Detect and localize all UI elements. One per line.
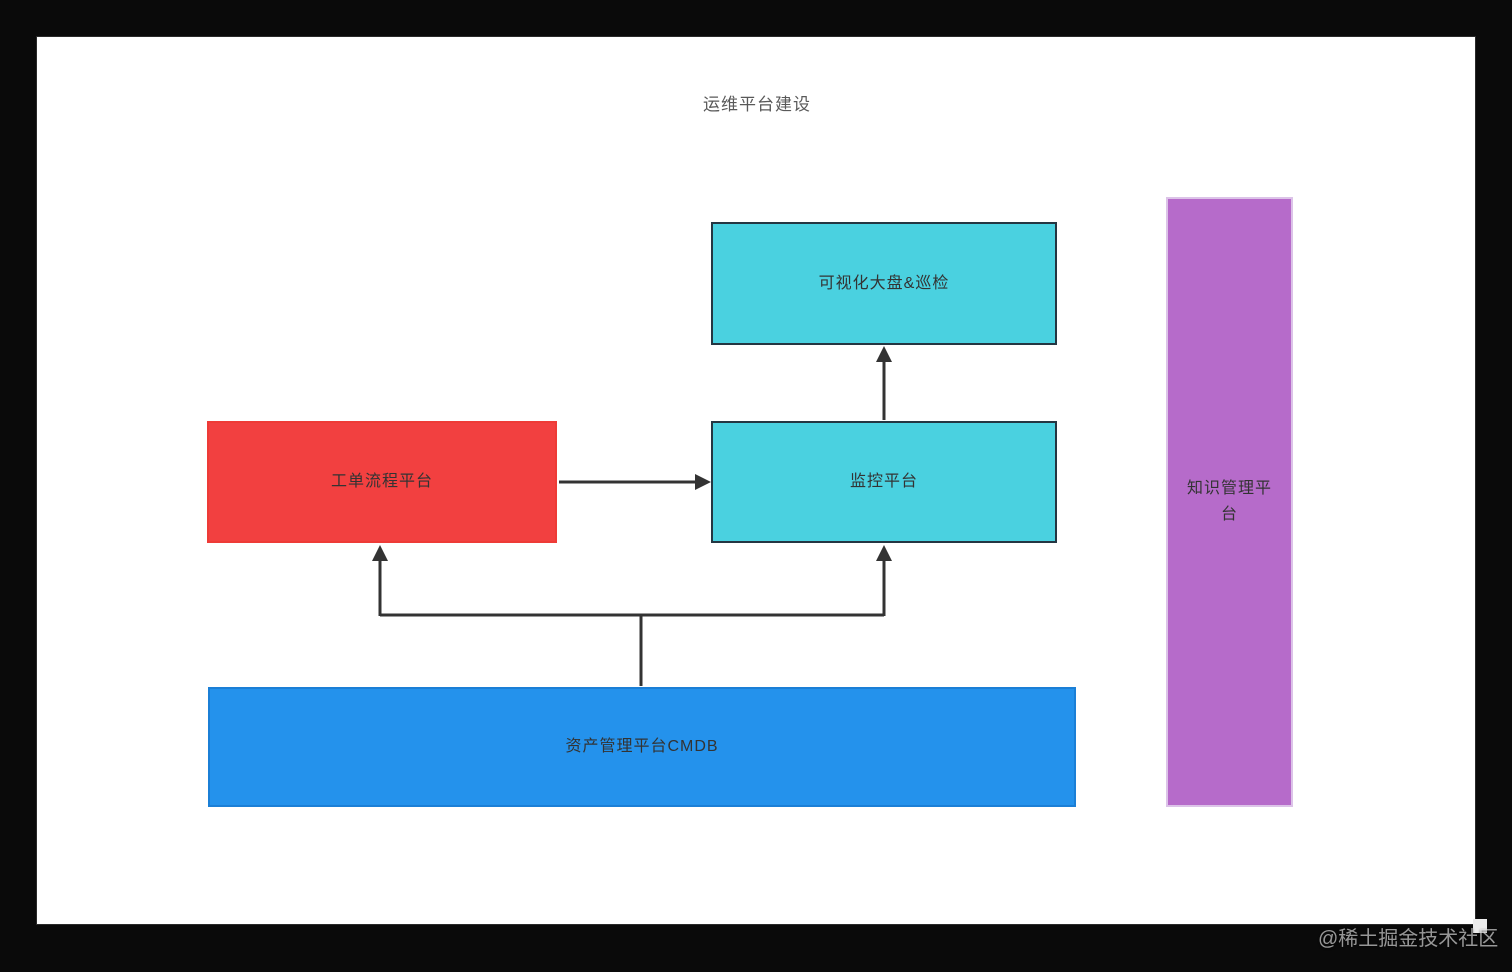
canvas-resize-handle[interactable]	[1473, 919, 1487, 933]
diagram-title: 运维平台建设	[703, 95, 811, 114]
node-monitoring-platform[interactable]: 监控平台	[711, 421, 1057, 543]
node-asset-management-cmdb[interactable]: 资产管理平台CMDB	[208, 687, 1076, 807]
node-ticket-workflow-platform[interactable]: 工单流程平台	[207, 421, 557, 543]
node-monitoring-platform-label: 监控平台	[849, 473, 918, 490]
node-knowledge-management-platform[interactable]: 知识管理平台	[1166, 197, 1293, 807]
node-visualization-dashboard-label: 可视化大盘&巡检	[818, 274, 950, 292]
node-asset-management-cmdb-label: 资产管理平台CMDB	[565, 738, 719, 755]
node-visualization-dashboard[interactable]: 可视化大盘&巡检	[711, 222, 1057, 345]
node-ticket-workflow-platform-label: 工单流程平台	[330, 473, 433, 490]
watermark-text: @稀土掘金技术社区	[1318, 928, 1499, 950]
node-knowledge-management-platform-label: 知识管理平台	[1186, 480, 1272, 523]
